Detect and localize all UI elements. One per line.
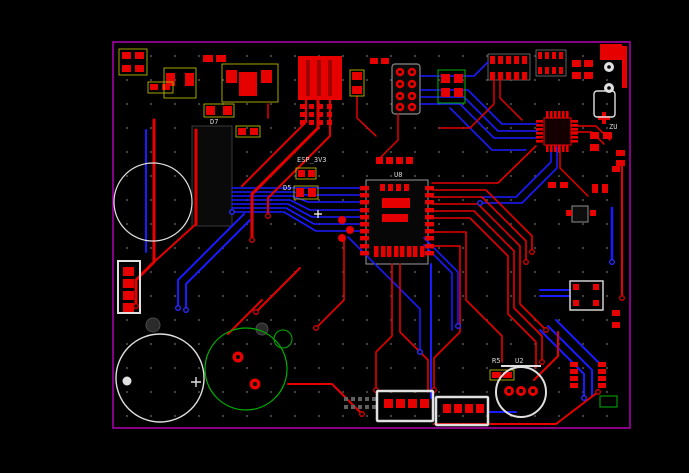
marking-zu: ZU	[609, 123, 618, 131]
silkscreen-yellow-layer	[118, 48, 515, 381]
silkscreen-white-layer	[113, 62, 616, 427]
board-outline	[112, 41, 631, 429]
net-label-esp-3v3: ESP_3V3	[297, 156, 327, 164]
refdes-u2: U2	[515, 357, 524, 365]
refdes-d7: D7	[210, 118, 219, 126]
vias	[132, 199, 626, 418]
refdes-u8: U8	[394, 171, 403, 179]
refdes-r5: R5	[492, 357, 501, 365]
refdes-d5: D5	[283, 184, 292, 192]
top-copper-traces	[134, 79, 623, 425]
top-copper-pads	[122, 44, 627, 413]
silkscreen-green-layer	[204, 69, 618, 411]
gray-pads	[344, 397, 376, 409]
